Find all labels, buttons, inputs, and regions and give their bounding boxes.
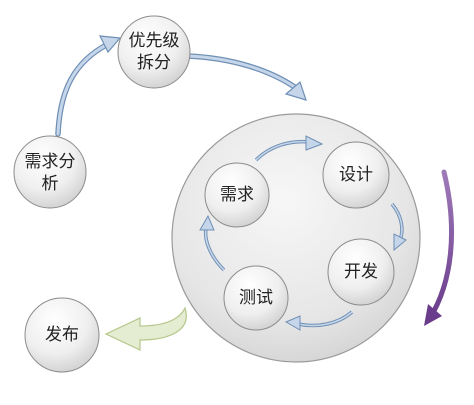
node-priority-split-line2: 拆分 [137, 53, 171, 73]
release-arrow [104, 306, 187, 351]
node-requirement-analysis: 需求分 析 [13, 135, 87, 209]
cycle-node-requirement-label: 需求 [220, 185, 254, 205]
node-release: 发布 [24, 297, 100, 373]
cycle-arrow-development-to-testing [284, 310, 354, 331]
cycle-node-development: 开发 [327, 238, 395, 306]
cycle-node-design: 设计 [322, 141, 390, 209]
cycle-node-design-label: 设计 [339, 165, 373, 185]
cycle-node-testing-label: 测试 [239, 288, 273, 308]
node-priority-split: 优先级 拆分 [117, 15, 191, 89]
cycle-node-development-label: 开发 [344, 262, 378, 282]
node-requirement-analysis-line2: 析 [42, 174, 59, 194]
node-priority-split-line1: 优先级 [129, 31, 180, 51]
flow-arrow-split-to-cycle [185, 53, 307, 101]
cycle-arrow-design-to-development [390, 202, 407, 252]
flow-arrow-analysis-to-split [55, 35, 122, 137]
cycle-arrow-testing-to-requirement [199, 214, 226, 272]
cycle-node-testing: 测试 [223, 265, 289, 331]
cycle-arrow-requirement-to-design [254, 135, 324, 162]
node-requirement-analysis-line1: 需求分 [25, 152, 76, 172]
cycle-node-requirement: 需求 [204, 162, 270, 228]
iteration-arrow [424, 169, 455, 326]
node-release-label: 发布 [45, 325, 79, 345]
